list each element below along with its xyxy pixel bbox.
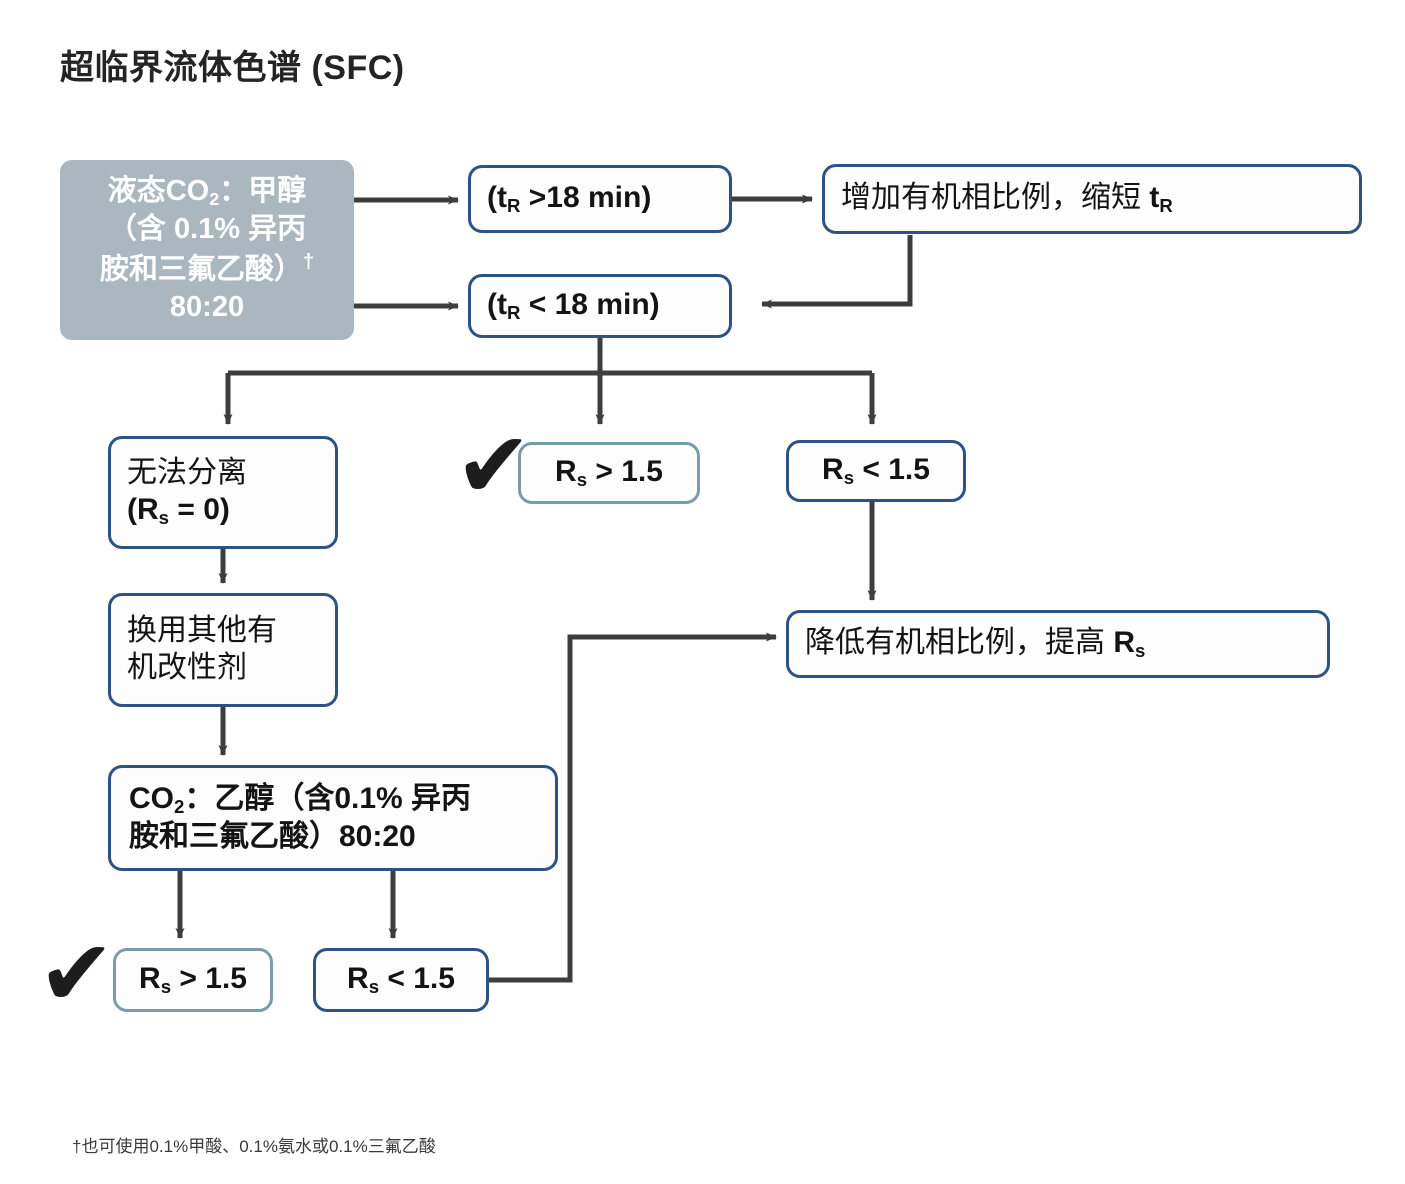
nosep-line1: 无法分离	[127, 456, 247, 490]
modifier-line2: 机改性剂	[127, 651, 247, 684]
rs-gt-mid-pre: R	[555, 455, 577, 489]
node-co2-ethanol[interactable]: CO2：乙醇（含0.1% 异丙 胺和三氟乙酸）80:20	[108, 765, 558, 871]
co2-line1-sub: 2	[174, 795, 185, 817]
tr-lt-pre: (t	[487, 288, 507, 322]
rs-gt-bot-sub: s	[160, 976, 172, 998]
tr-gt-pre: (t	[487, 181, 507, 215]
co2-line1-pre: CO	[129, 781, 174, 815]
node-start-mobile-phase[interactable]: 液态CO2：甲醇 （含 0.1% 异丙 胺和三氟乙酸）† 80:20	[60, 160, 354, 340]
start-line3: 胺和三氟乙酸）	[99, 253, 303, 286]
start-line4: 80:20	[169, 291, 245, 324]
page-title: 超临界流体色谱 (SFC)	[60, 49, 405, 87]
node-no-separation[interactable]: 无法分离 (Rs = 0)	[108, 436, 338, 549]
rs-lt-bot-pre: R	[347, 962, 369, 996]
start-line1-rest: ：甲醇	[219, 174, 307, 207]
node-rs-less-1-5-middle[interactable]: Rs < 1.5	[786, 440, 966, 502]
decrease-text: 降低有机相比例，提高	[805, 626, 1114, 660]
start-line1: 液态CO	[107, 174, 210, 207]
rs-gt-bot-pre: R	[139, 962, 161, 996]
start-line2: （含 0.1% 异丙	[107, 213, 307, 246]
rs-lt-mid-sub: s	[843, 467, 855, 489]
node-tr-greater-18[interactable]: (tR >18 min)	[468, 165, 732, 233]
tr-lt-post: < 18 min)	[520, 288, 660, 322]
footnote-text: †也可使用0.1%甲酸、0.1%氨水或0.1%三氟乙酸	[72, 1137, 436, 1156]
node-change-modifier[interactable]: 换用其他有 机改性剂	[108, 593, 338, 707]
node-rs-greater-1-5-bottom[interactable]: Rs > 1.5	[113, 948, 273, 1012]
rs-gt-bot-post: > 1.5	[171, 962, 247, 996]
increase-sym: t	[1149, 181, 1160, 215]
checkmark-icon-bottom: ✔	[38, 923, 116, 1025]
checkmark-icon-middle: ✔	[455, 415, 533, 517]
node-rs-greater-1-5-middle[interactable]: Rs > 1.5	[518, 442, 700, 504]
increase-sub: R	[1159, 195, 1173, 217]
edge-increase-to-trlt	[761, 235, 913, 309]
rs-gt-mid-sub: s	[576, 469, 588, 491]
rs-lt-mid-post: < 1.5	[854, 453, 930, 487]
node-rs-less-1-5-bottom[interactable]: Rs < 1.5	[313, 948, 489, 1012]
rs-lt-mid-pre: R	[822, 453, 844, 487]
increase-text: 增加有机相比例，缩短	[841, 181, 1150, 215]
node-increase-organic-ratio[interactable]: 增加有机相比例，缩短 tR	[822, 164, 1362, 234]
node-decrease-organic-ratio[interactable]: 降低有机相比例，提高 Rs	[786, 610, 1330, 678]
rs-lt-bot-sub: s	[368, 976, 380, 998]
tr-gt-post: >18 min)	[520, 181, 652, 215]
nosep-line2-post: = 0)	[169, 492, 230, 526]
start-line1-sub: 2	[209, 188, 220, 209]
nosep-line2-sub: s	[158, 507, 169, 529]
decrease-sub: s	[1135, 640, 1146, 662]
nosep-line2-pre: (R	[127, 492, 159, 526]
co2-line1-post: ：乙醇（含0.1% 异丙	[184, 781, 472, 815]
decrease-sym: R	[1113, 626, 1136, 660]
start-dagger: †	[302, 251, 315, 274]
modifier-line1: 换用其他有	[127, 614, 277, 648]
tr-lt-sub: R	[506, 302, 521, 324]
rs-gt-mid-post: > 1.5	[587, 455, 663, 489]
tr-gt-sub: R	[506, 195, 521, 217]
rs-lt-bot-post: < 1.5	[379, 962, 455, 996]
node-tr-less-18[interactable]: (tR < 18 min)	[468, 274, 732, 338]
co2-line2: 胺和三氟乙酸）80:20	[129, 819, 416, 853]
